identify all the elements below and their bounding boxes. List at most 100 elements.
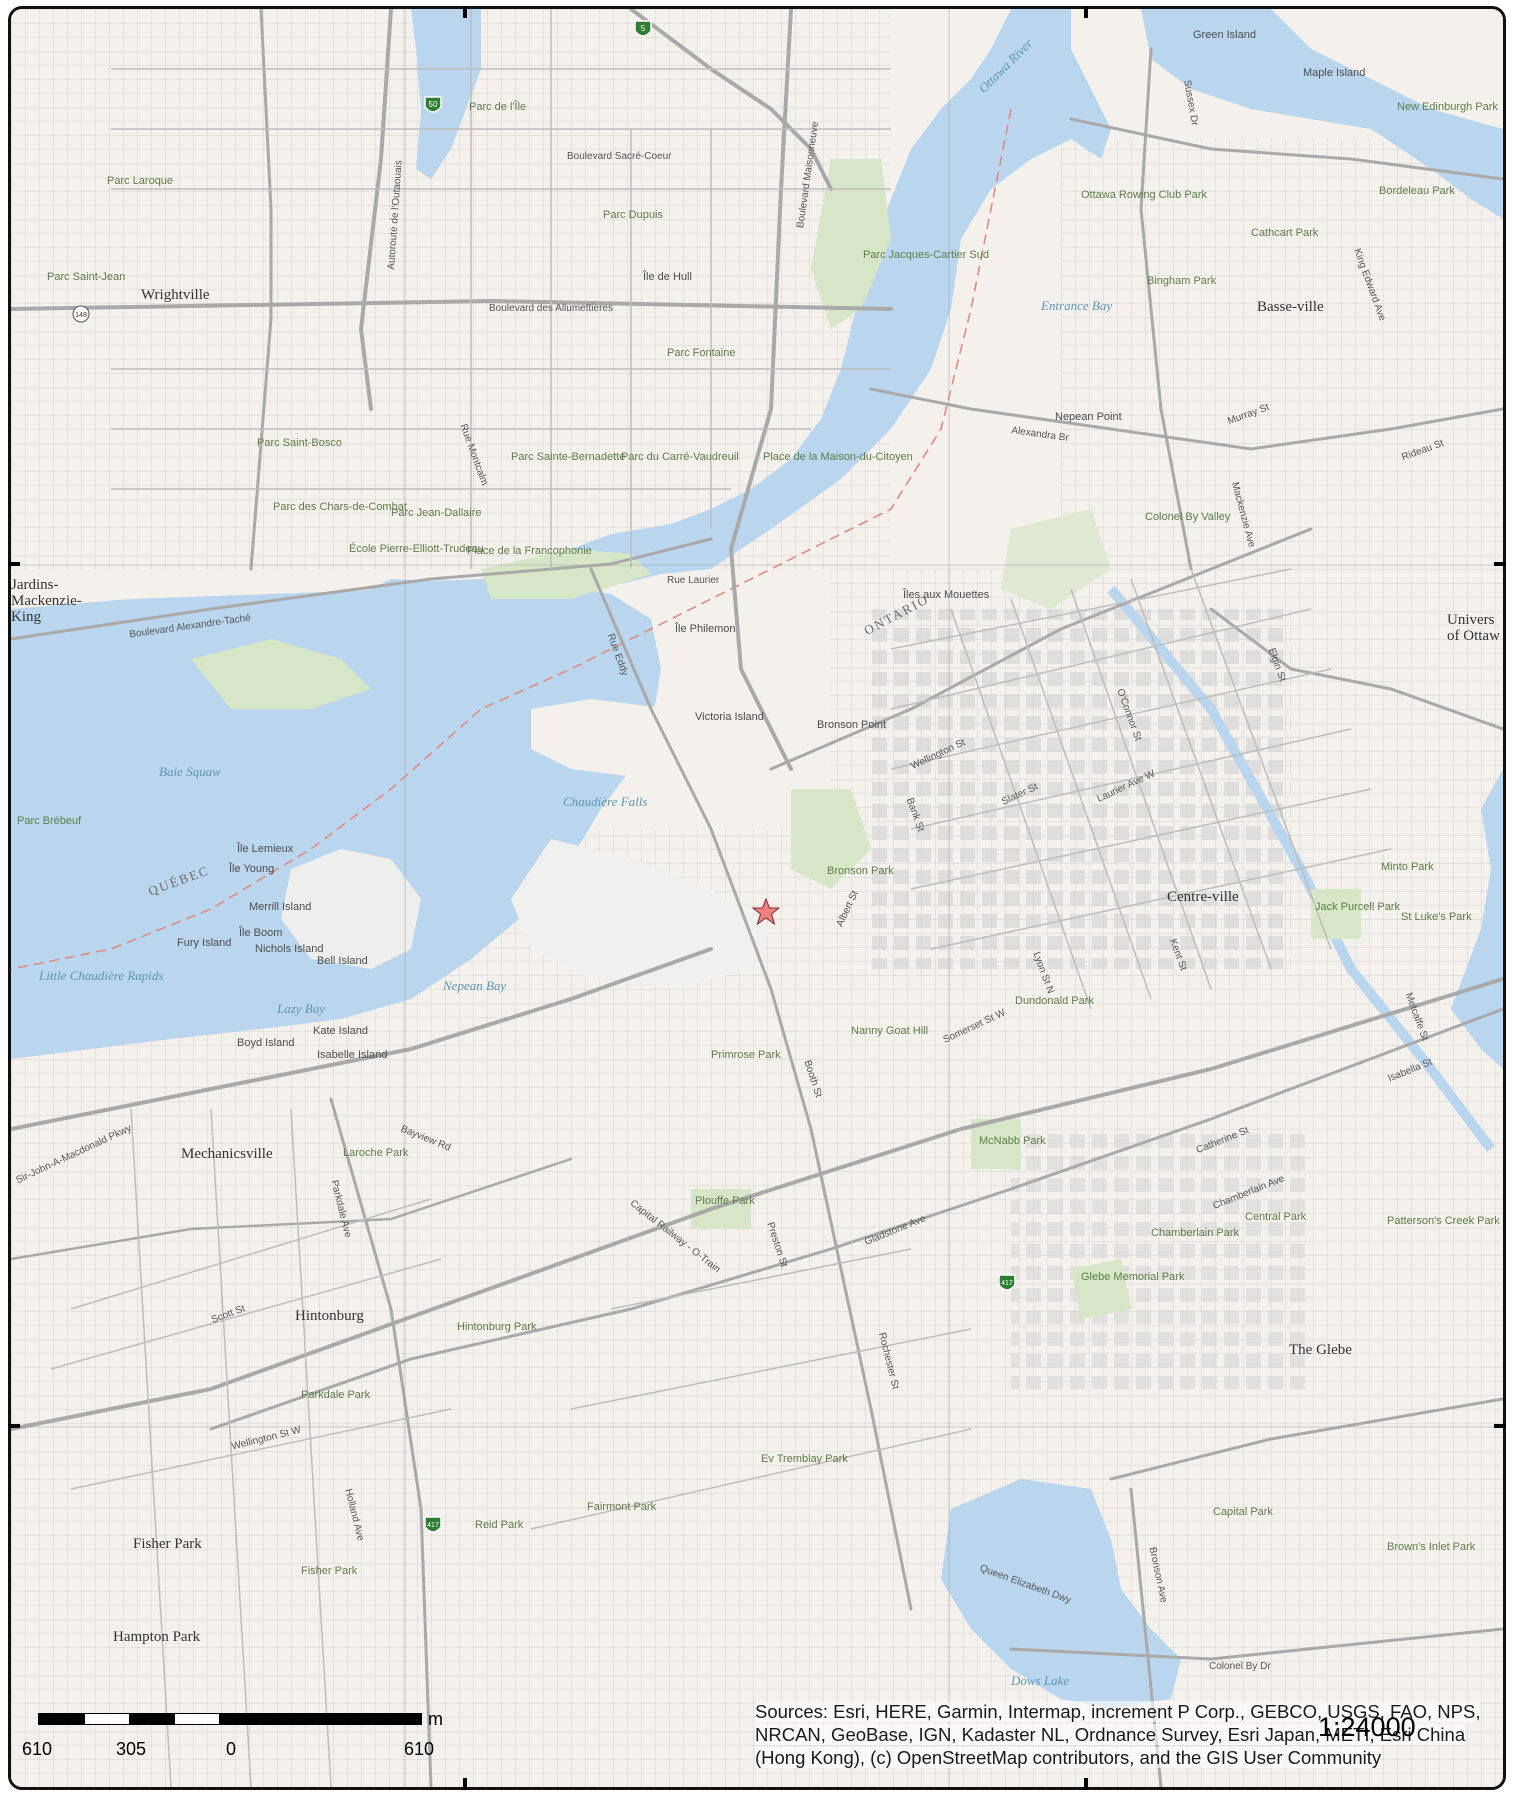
scale-label: 0 xyxy=(226,1739,237,1759)
island-label: Victoria Island xyxy=(695,711,764,723)
island-label: Nepean Point xyxy=(1055,411,1122,423)
park-label: Parc du Carré-Vaudreuil xyxy=(621,451,739,463)
park-riverbank-north xyxy=(1001,509,1111,609)
park-label: Capital Park xyxy=(1213,1506,1273,1518)
island-label: Île Young xyxy=(229,863,275,875)
park-label: Bronson Park xyxy=(827,865,894,877)
frame-tick xyxy=(8,1424,20,1428)
scale-segment xyxy=(39,1714,85,1724)
basemap[interactable] xyxy=(11,9,1503,1787)
scale-label: 610 xyxy=(22,1739,53,1759)
victoria-island xyxy=(531,699,731,779)
water-label: Lazy Bay xyxy=(277,1001,326,1016)
park-label: Parc Brébeuf xyxy=(17,815,82,827)
water-label: Chaudière Falls xyxy=(563,794,648,809)
island-label: Isabelle Island xyxy=(317,1049,388,1061)
place-label: Mechanicsville xyxy=(181,1146,273,1162)
park-label: École Pierre-Elliott-Trudeau xyxy=(349,543,484,555)
park-label: Nanny Goat Hill xyxy=(851,1025,929,1037)
lake-deschenes xyxy=(11,689,341,1029)
park-label: Fisher Park xyxy=(301,1565,358,1577)
attribution-text: Sources: Esri, HERE, Garmin, Intermap, i… xyxy=(755,1700,1495,1769)
dows-lake xyxy=(941,1479,1181,1709)
park-label: Parc Saint-Bosco xyxy=(257,437,342,449)
park-label: Parc Dupuis xyxy=(603,209,663,221)
scale-bar: 610 305 0 610 m xyxy=(22,1709,443,1781)
park-label: Laroche Park xyxy=(343,1147,409,1159)
park-label: Parc Sainte-Bernadette xyxy=(511,451,626,463)
ottawa-river-north xyxy=(411,9,481,179)
island-label: Bronson Point xyxy=(817,719,887,731)
highway-shield-icon: 417 xyxy=(424,1516,442,1533)
ottawa-river xyxy=(11,9,1503,649)
island-label: Île Boom xyxy=(239,927,283,939)
location-marker-star-icon[interactable] xyxy=(751,897,781,927)
frame-tick xyxy=(1084,6,1088,18)
highway-shield-icon: 148 xyxy=(72,305,90,323)
shield-number: 5 xyxy=(641,24,646,33)
frame-tick xyxy=(1494,562,1506,566)
scale-blocks xyxy=(38,1713,422,1725)
park-label: Reid Park xyxy=(475,1519,524,1531)
park-label: Hintonburg Park xyxy=(457,1321,537,1333)
road-label: Colonel By Dr xyxy=(1209,1661,1271,1672)
shield-number: 148 xyxy=(75,312,87,319)
park-label: Patterson's Creek Park xyxy=(1387,1215,1500,1227)
island-label: Merrill Island xyxy=(249,901,312,913)
park-label: Colonel By Valley xyxy=(1145,511,1231,523)
park-label: Minto Park xyxy=(1381,861,1434,873)
highway-shield-icon: 417 xyxy=(998,1274,1016,1291)
rideau-river xyxy=(1451,769,1503,1069)
park-jacques-cartier xyxy=(811,159,891,329)
park-label: Place de la Maison-du-Citoyen xyxy=(763,451,913,463)
frame-tick xyxy=(463,1778,467,1790)
road-label: Rue Laurier xyxy=(667,575,720,586)
shield-number: 50 xyxy=(429,100,438,109)
place-label: Fisher Park xyxy=(133,1536,202,1552)
park-label: Parkdale Park xyxy=(301,1389,371,1401)
ile-lemieux-area xyxy=(281,849,421,969)
island-label: Île Lemieux xyxy=(237,843,294,855)
water-label: Baie Squaw xyxy=(159,764,221,779)
park-label: Parc Jean-Dallaire xyxy=(391,507,482,519)
park-label: New Edinburgh Park xyxy=(1397,101,1498,113)
place-label: The Glebe xyxy=(1289,1342,1352,1358)
scale-unit: m xyxy=(428,1709,443,1729)
map-frame[interactable]: Wrightville Mechanicsville Hintonburg Fi… xyxy=(8,6,1506,1790)
shield-number: 417 xyxy=(427,1522,439,1529)
scale-label: 610 xyxy=(404,1739,435,1759)
park-glebe xyxy=(1071,1259,1131,1319)
park-label: St Luke's Park xyxy=(1401,911,1472,923)
park-label: Brown's Inlet Park xyxy=(1387,1541,1476,1553)
shield-number: 417 xyxy=(1001,1280,1013,1287)
island-label: Bell Island xyxy=(317,955,368,967)
island-label: Boyd Island xyxy=(237,1037,295,1049)
place-label: Basse-ville xyxy=(1257,299,1324,315)
park-label: Central Park xyxy=(1245,1211,1307,1223)
island-label: Kate Island xyxy=(313,1025,369,1037)
place-label: Hintonburg xyxy=(295,1308,364,1324)
park-label: Parc Saint-Jean xyxy=(47,271,126,283)
park-label: Glebe Memorial Park xyxy=(1081,1271,1185,1283)
park-promenade xyxy=(481,549,651,599)
road-label: Boulevard Sacré-Coeur xyxy=(567,151,672,162)
park-label: Fairmont Park xyxy=(587,1501,657,1513)
scale-segment xyxy=(218,1714,421,1724)
attribution-content: Sources: Esri, HERE, Garmin, Intermap, i… xyxy=(755,1701,1481,1768)
island-label: Green Island xyxy=(1193,29,1256,41)
frame-tick xyxy=(1084,1778,1088,1790)
highway-shield-icon: 50 xyxy=(424,96,442,113)
park-label: Parc de l'Île xyxy=(469,101,527,113)
park-south-shore xyxy=(191,639,371,709)
scale-segment xyxy=(174,1714,219,1724)
park-label: Ev Tremblay Park xyxy=(761,1453,848,1465)
scale-label: 305 xyxy=(116,1739,147,1759)
scale-segment xyxy=(128,1714,175,1724)
park-label: Primrose Park xyxy=(711,1049,781,1061)
water-label: Nepean Bay xyxy=(443,978,507,993)
park-label: McNabb Park xyxy=(979,1135,1046,1147)
frame-tick xyxy=(463,6,467,18)
park-label: Bordeleau Park xyxy=(1379,185,1455,197)
place-label: Jardins-Mackenzie-King xyxy=(11,577,82,625)
park-label: Cathcart Park xyxy=(1251,227,1319,239)
